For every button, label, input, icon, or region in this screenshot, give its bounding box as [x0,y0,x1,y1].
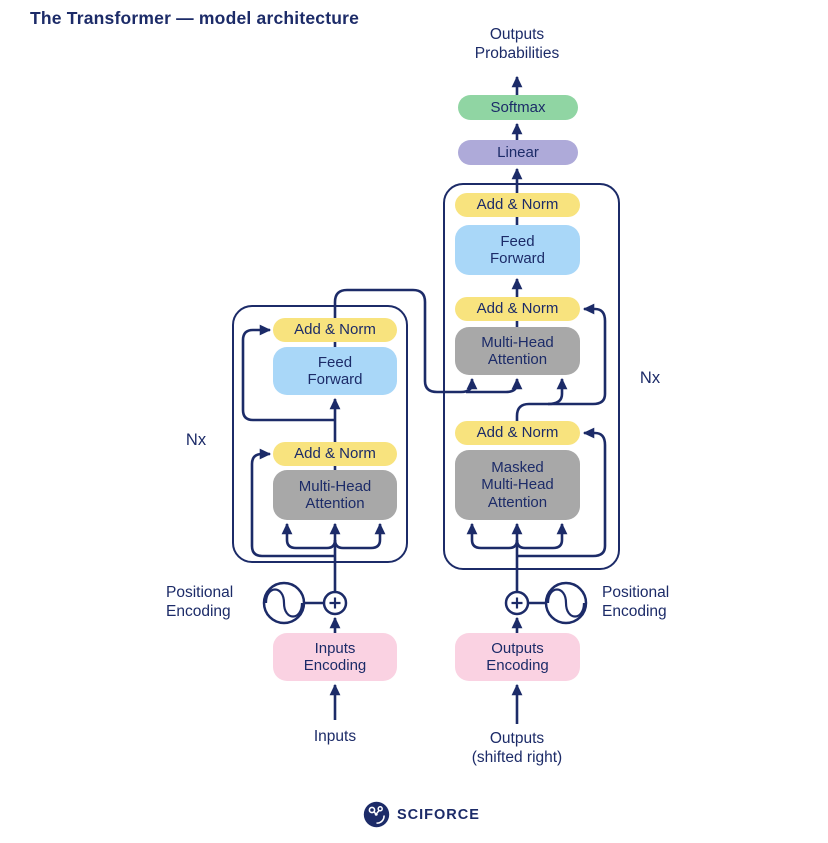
softmax-box: Softmax [458,95,578,120]
label-line: Positional [166,584,234,601]
label-line: Add & Norm [294,445,376,463]
encoder-feed-forward-box: Feed Forward [273,347,397,395]
linear-box: Linear [458,140,578,165]
brand-name: SCIFORCE [397,806,480,823]
label-line: Encoding [602,602,667,620]
decoder-masked-multi-head-attention-box: Masked Multi-Head Attention [455,450,580,520]
decoder-feed-forward-box: Feed Forward [455,225,580,275]
label-line: Add & Norm [294,321,376,339]
label-line: Outputs [489,26,545,43]
label-line: Add & Norm [476,424,559,442]
outputs-probabilities-label: Outputs Probabilities [447,26,587,63]
label-line: Outputs [489,730,545,747]
label-line: Multi-Head [481,476,554,494]
label-line: Encoding [486,657,549,674]
label-line: Forward [307,371,363,388]
encoder-multi-head-attention-box: Multi-Head Attention [273,470,397,520]
label-line: Linear [497,143,539,161]
encoder-nx-label: Nx [185,431,207,449]
encoder-stack-container [232,305,408,563]
label-line: Multi-Head [481,333,554,351]
decoder-nx-label: Nx [639,369,661,387]
decoder-add-norm-top-box: Add & Norm [455,193,580,217]
label-line: (shifted right) [471,748,563,766]
label-line: Encoding [166,602,231,620]
encoder-add-norm-top-box: Add & Norm [273,318,397,342]
inputs-label: Inputs [313,728,357,745]
label-line: Inputs [314,639,356,657]
label-line: Attention [487,351,548,368]
label-line: Softmax [490,98,546,116]
label-line: Outputs [491,639,544,657]
encoder-add-norm-bottom-box: Add & Norm [273,442,397,466]
label-line: Masked [491,458,544,476]
label-line: Probabilities [474,44,560,62]
decoder-add-norm-bottom-box: Add & Norm [455,421,580,445]
positional-encoding-icon-right [544,581,588,625]
label-line: Encoding [303,657,367,674]
page-title: The Transformer — model architecture [30,8,360,28]
add-icon-right [504,590,530,616]
label-line: Forward [489,250,545,267]
positional-encoding-icons [262,581,588,625]
encoder-wires [241,288,523,720]
label-line: Feed [317,353,353,371]
decoder-add-norm-mid-box: Add & Norm [455,297,580,321]
decoder-stack-container [443,183,620,570]
label-line: Positional [602,584,670,601]
label-line: Feed [500,232,535,250]
sciforce-logo-icon [363,801,390,828]
label-line: Add & Norm [476,196,559,214]
label-line: Multi-Head [298,477,372,495]
brand-footer: SCIFORCE [363,801,480,828]
positional-encoding-label-right: Positional Encoding [602,584,669,621]
label-line: Add & Norm [476,300,559,318]
outputs-shifted-right-label: Outputs (shifted right) [442,730,592,767]
decoder-wires [466,75,607,724]
label-line: Attention [305,495,365,512]
inputs-encoding-box: Inputs Encoding [273,633,397,681]
outputs-encoding-box: Outputs Encoding [455,633,580,681]
add-icon-left [322,590,348,616]
positional-encoding-icon-left [262,581,306,625]
label-line: Attention [487,493,548,511]
decoder-multi-head-attention-box: Multi-Head Attention [455,327,580,375]
positional-encoding-label-left: Positional Encoding [166,584,233,621]
